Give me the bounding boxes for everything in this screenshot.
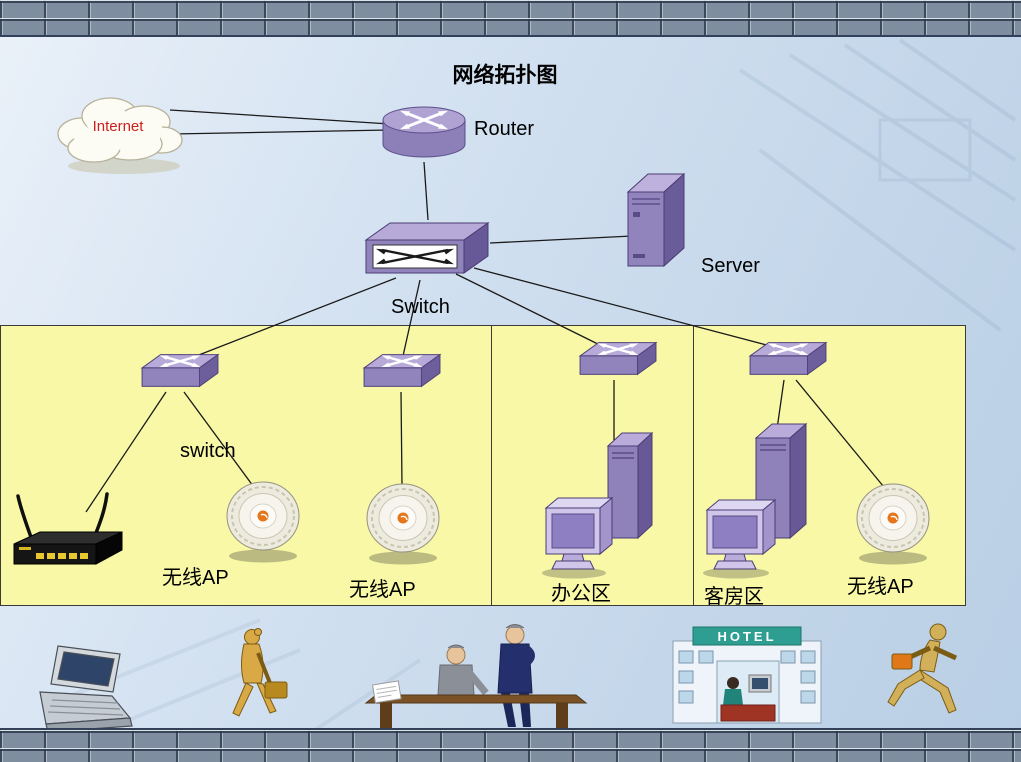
walking-woman-clipart [232,628,288,717]
floor-switch-label: switch [180,440,236,462]
main-switch-label: Switch [391,296,450,318]
server-label: Server [701,255,760,277]
guest-area-label: 客房区 [704,586,764,608]
internet-cloud-icon [57,97,183,174]
running-man-clipart [887,623,958,714]
wireless-ap-3-label: 无线AP [847,576,914,598]
router-icon [382,106,466,158]
office-computer-icon [542,431,654,579]
meeting-clipart [364,624,588,729]
zone-divider-1 [491,326,492,605]
wireless-ap-2-icon [366,483,440,565]
floor-switch-2-icon [362,353,442,388]
floor-switch-4-icon [748,341,828,376]
wireless-ap-2-label: 无线AP [349,579,416,601]
router-label: Router [474,118,535,140]
wireless-ap-3-icon [856,483,930,565]
wireless-router-icon [13,492,123,565]
internet-label: Internet [92,118,144,135]
floor-switch-3-icon [578,341,658,376]
laptop-clipart [39,645,133,733]
brick-border-top [0,0,1021,37]
brick-border-bottom [0,728,1021,762]
server-icon [626,172,686,268]
office-area-label: 办公区 [551,583,611,605]
hotel-clipart: HOTEL [672,626,822,724]
guest-computer-icon [703,422,808,579]
floor-switch-1-icon [140,353,220,388]
main-switch-icon [364,222,490,274]
page-title: 网络拓扑图 [452,64,558,87]
hotel-sign-text: HOTEL [717,629,776,644]
zone-divider-2 [693,326,694,605]
wireless-ap-1-icon [226,481,300,563]
wireless-ap-1-label: 无线AP [162,567,229,589]
